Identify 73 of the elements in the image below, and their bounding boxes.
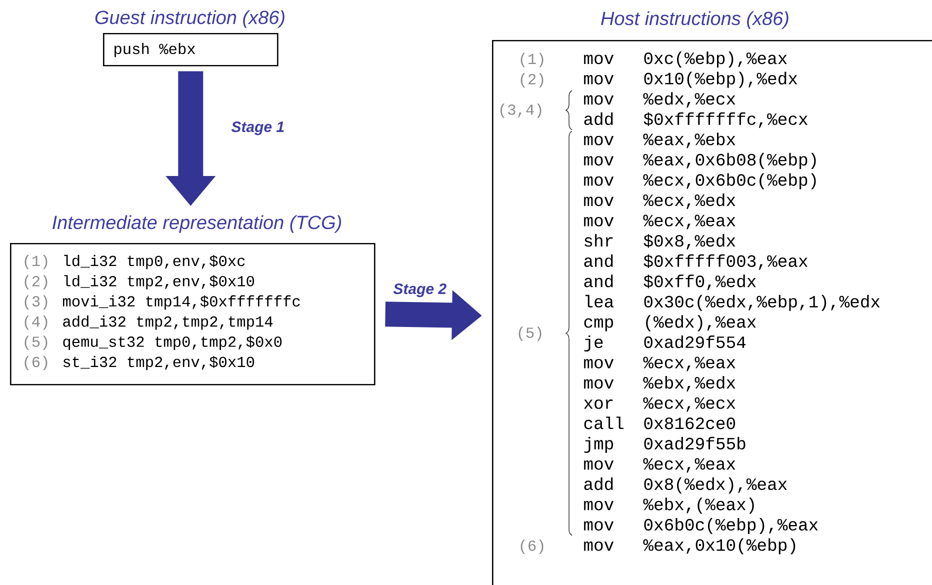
operand: %ebx,(%eax) [643,498,754,514]
opcode: mov [584,216,614,226]
code-line: movi_i32 tmp14,$0xfffffffc [62,295,300,310]
opcode: mov [584,75,614,84]
opcode: mov [584,196,614,206]
line-number: (2) [24,275,48,290]
opcode: add [584,477,613,490]
opcode: mov [584,521,614,531]
opcode: cmp [584,318,613,332]
code-line: st_i32 tmp2,env,$0x10 [63,356,254,370]
opcode: mov [584,54,614,64]
operand: 0xad29f55b [644,436,746,450]
operand: $0xfffffffc,%ecx [644,112,808,128]
heading: Host instructions (x86) [601,11,788,29]
operand: %eax,0x10(%ebp) [643,538,796,554]
opcode: add [584,112,613,126]
line-number: (3) [24,295,48,310]
opcode: mov [584,460,614,470]
opcode: shr [584,234,613,247]
operand: $0xfffff003,%eax [644,254,808,270]
line-number: (5) [518,326,542,341]
opcode: mov [584,500,614,510]
operand: %ecx,%eax [643,356,736,372]
opcode: jmp [584,436,613,453]
opcode: xor [584,400,613,409]
operand: %edx,%ecx [643,92,736,108]
heading: Guest instruction (x86) [95,10,284,28]
operand: %ecx,%eax [643,214,736,230]
operand: %ecx,%eax [643,458,736,473]
edge-label: Stage 1 [231,122,284,136]
opcode: je [584,335,603,352]
operand: %ebx,%edx [643,376,736,392]
line-number: (3,4) [500,104,542,118]
code-line: qemu_st32 tmp0,tmp2,$0x0 [63,336,282,350]
opcode: mov [584,541,614,551]
line-number: (6) [520,540,544,554]
edge-label: Stage 2 [393,284,446,298]
operand: $0x8,%edx [644,234,736,250]
operand: 0x6b0c(%ebp),%eax [644,518,818,534]
code-line: ld_i32 tmp0,env,$0xc [64,254,245,270]
opcode: mov [584,176,614,186]
operand: %ecx,%edx [643,193,736,209]
operand: %ecx,%ecx [643,397,736,412]
line-number: (4) [24,316,48,330]
operand: 0x8(%edx),%eax [644,477,787,494]
operand: $0xff0,%edx [644,274,756,290]
operand: 0x10(%ebp),%edx [644,72,798,88]
line-number: (5) [24,336,48,350]
code-line: ld_i32 tmp2,env,$0x10 [64,275,254,290]
opcode: lea [585,294,614,308]
line-number: (1) [24,254,48,270]
opcode: call [584,416,624,430]
code-line: add_i32 tmp2,tmp2,tmp14 [63,316,273,330]
operand: (%edx),%eax [646,315,756,332]
operand: 0xad29f554 [644,335,746,348]
line-number: (2) [520,73,544,88]
opcode: mov [584,358,614,368]
opcode: mov [584,379,614,389]
line-number: (1) [520,52,544,68]
opcode: mov [584,95,614,105]
opcode: mov [584,156,614,166]
operand: 0x30c(%edx,%ebp,1),%edx [644,294,880,311]
opcode: mov [584,136,614,146]
heading: Intermediate representation (TCG) [52,215,342,233]
opcode: and [584,274,613,288]
operand: %eax,%ebx [643,132,736,148]
operand: %ecx,0x6b0c(%ebp) [643,173,816,190]
operand: %eax,0x6b08(%ebp) [643,152,816,169]
line-number: (6) [24,356,48,370]
operand: 0x8162ce0 [644,418,736,430]
code-line: push %ebx [114,42,196,58]
operand: 0xc(%ebp),%eax [644,52,787,68]
opcode: and [584,254,613,268]
